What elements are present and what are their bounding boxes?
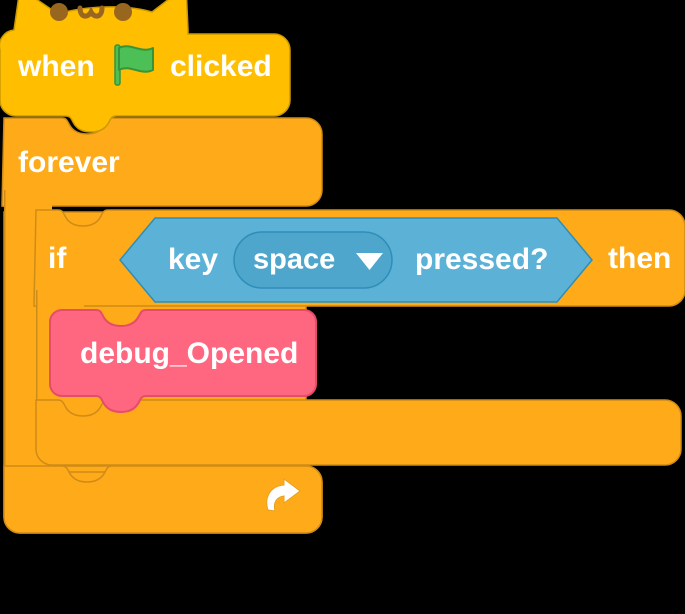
loop-arrow-icon (266, 478, 301, 512)
block-key-pressed[interactable]: key space pressed? (119, 217, 593, 303)
then-label: then (608, 242, 671, 275)
debug-opened-label: debug_Opened (80, 337, 298, 370)
key-label: key (168, 243, 218, 276)
chevron-down-icon (356, 253, 383, 270)
cat-mouth-icon (77, 5, 105, 19)
forever-bottom-arm (3, 465, 323, 534)
block-when-flag-clicked[interactable]: when clicked (0, 0, 291, 133)
when-label: when (17, 50, 95, 83)
cat-eye-left-icon (50, 3, 68, 21)
cat-eye-right-icon (114, 3, 132, 21)
key-dropdown-value: space (253, 244, 335, 276)
debug-opened-shape (49, 309, 317, 414)
pressed-label: pressed? (415, 243, 548, 276)
forever-label: forever (18, 146, 120, 179)
clicked-label: clicked (170, 50, 272, 83)
green-flag-icon (114, 44, 154, 86)
key-dropdown-oval (233, 231, 393, 289)
block-debug-opened[interactable]: debug_Opened (49, 309, 317, 414)
if-label: if (48, 242, 67, 275)
key-dropdown[interactable]: space (233, 231, 393, 289)
